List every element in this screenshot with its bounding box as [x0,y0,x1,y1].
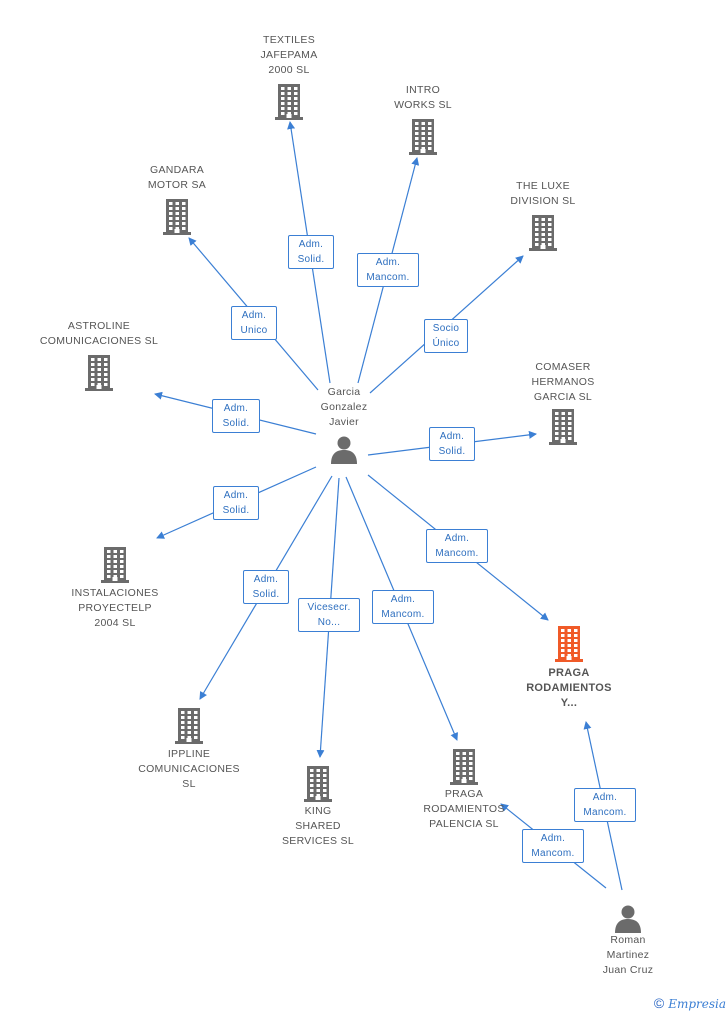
relation-label[interactable]: Adm. Unico [231,306,277,340]
relation-label[interactable]: Adm. Solid. [213,486,259,520]
company-name: GANDARA MOTOR SA [147,164,207,191]
footer-brand: ©Empresia [654,995,726,1011]
relation-label[interactable]: Socio Único [424,319,468,353]
relation-label[interactable]: Adm. Solid. [212,399,260,433]
building-icon [101,547,129,583]
relation-label[interactable]: Adm. Mancom. [574,788,636,822]
building-icon [529,215,557,251]
relation-label[interactable]: Vicesecr. No... [298,598,360,632]
building-icon [549,409,577,445]
relation-label[interactable]: Adm. Mancom. [522,829,584,863]
company-node-theluxe[interactable]: THE LUXE DIVISION SL [493,179,593,251]
company-node-ippline[interactable]: IPPLINE COMUNICACIONES SL [124,708,254,792]
building-icon [304,766,332,802]
person-node-roman[interactable]: Roman Martinez Juan Cruz [588,903,668,978]
company-node-intro[interactable]: INTRO WORKS SL [373,83,473,155]
relation-label[interactable]: Adm. Mancom. [372,590,434,624]
company-node-astroline[interactable]: ASTROLINE COMUNICACIONES SL [29,319,169,391]
company-name: IPPLINE COMUNICACIONES SL [138,748,240,790]
company-name: INTRO WORKS SL [394,84,452,111]
company-node-textiles[interactable]: TEXTILES JAFEPAMA 2000 SL [239,33,339,120]
company-node-praga-palencia[interactable]: PRAGA RODAMIENTOS PALENCIA SL [404,749,524,832]
brand-name: Empresia [668,997,726,1011]
person-icon [331,436,357,464]
company-name: INSTALACIONES PROYECTELP 2004 SL [71,587,159,629]
building-icon [450,749,478,785]
person-name: Garcia Gonzalez Javier [320,386,368,428]
relation-label[interactable]: Adm. Solid. [429,427,475,461]
relation-label[interactable]: Adm. Solid. [243,570,289,604]
person-name: Roman Martinez Juan Cruz [602,934,654,976]
company-name: ASTROLINE COMUNICACIONES SL [39,320,159,347]
relation-label[interactable]: Adm. Mancom. [357,253,419,287]
company-name: PRAGA RODAMIENTOS Y... [526,667,612,709]
company-name: TEXTILES JAFEPAMA 2000 SL [260,34,318,76]
company-name: COMASER HERMANOS GARCIA SL [531,361,595,403]
copyright-icon: © [653,995,665,1011]
company-node-instalaciones[interactable]: INSTALACIONES PROYECTELP 2004 SL [55,547,175,631]
company-name: KING SHARED SERVICES SL [282,805,354,847]
building-icon [409,119,437,155]
company-name: THE LUXE DIVISION SL [510,180,576,207]
company-node-king[interactable]: KING SHARED SERVICES SL [268,766,368,849]
company-node-gandara[interactable]: GANDARA MOTOR SA [127,163,227,235]
building-icon [175,708,203,744]
building-icon [555,626,583,662]
building-icon [85,355,113,391]
building-icon [275,84,303,120]
relation-label[interactable]: Adm. Mancom. [426,529,488,563]
company-node-comaser[interactable]: COMASER HERMANOS GARCIA SL [508,360,618,445]
building-icon [163,199,191,235]
company-name: PRAGA RODAMIENTOS PALENCIA SL [423,788,505,830]
person-icon [615,905,641,933]
company-node-praga-focus[interactable]: PRAGA RODAMIENTOS Y... [509,626,629,711]
relation-label[interactable]: Adm. Solid. [288,235,334,269]
person-node-garcia[interactable]: Garcia Gonzalez Javier [304,385,384,464]
